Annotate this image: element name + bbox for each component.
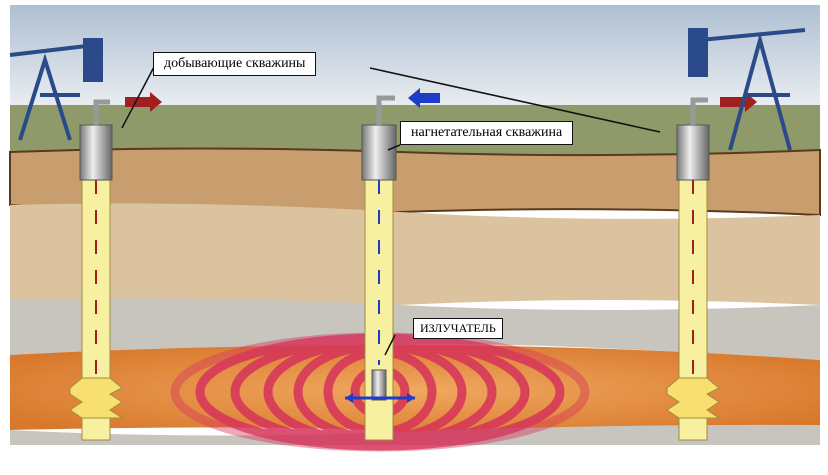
injection-well <box>345 88 440 441</box>
production-wells-label: добывающие скважины <box>153 52 317 76</box>
production-well-left <box>69 92 162 441</box>
production-arrow-icon <box>125 92 162 112</box>
injection-well-label: нагнетательная скважина <box>400 121 574 145</box>
production-well-right <box>666 92 757 441</box>
pumpjack-left-icon <box>9 38 103 141</box>
pumpjack-right-icon <box>688 28 806 151</box>
sand-layer <box>10 203 820 309</box>
emitter-label: ИЗЛУЧАТЕЛЬ <box>413 318 503 339</box>
callout-lines <box>121 64 661 356</box>
injection-arrow-icon <box>408 88 440 108</box>
